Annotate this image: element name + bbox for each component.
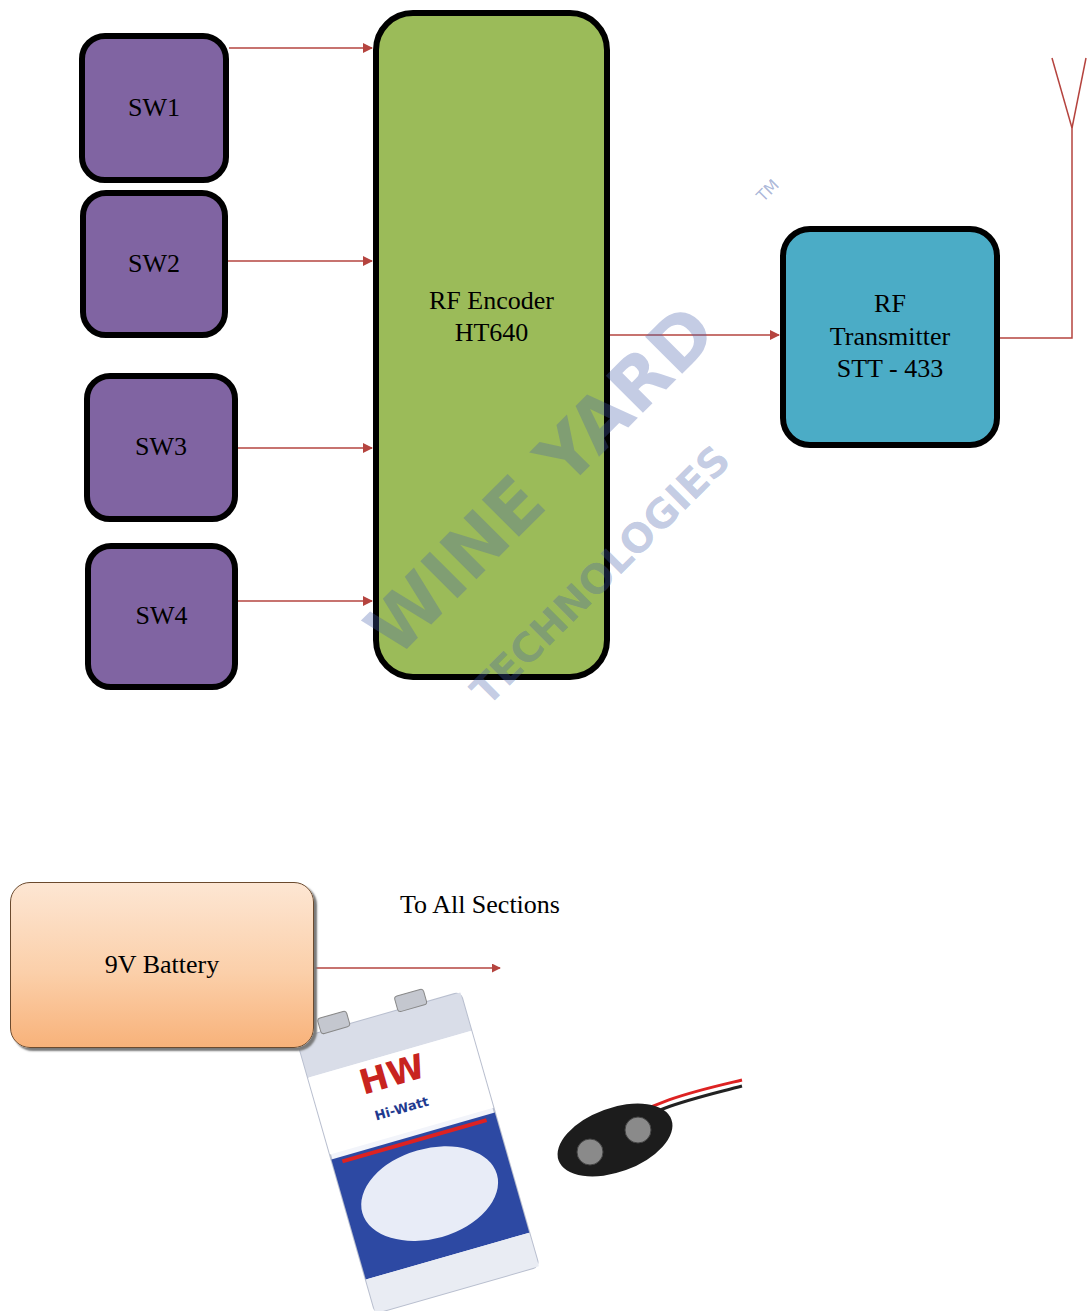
signal-arrow (238, 600, 372, 602)
block-label: RF Transmitter STT - 433 (825, 288, 955, 386)
block-label: 9V Battery (105, 949, 219, 982)
power-arrow (314, 967, 500, 969)
signal-arrow (610, 334, 779, 336)
block-label: RF Encoder HT640 (417, 285, 567, 350)
trademark-mark: TM (753, 175, 783, 205)
block-box: SW3 (84, 373, 238, 522)
signal-arrow (238, 447, 372, 449)
block-box: RF Transmitter STT - 433 (780, 226, 1000, 448)
signal-arrow (228, 260, 372, 262)
block-label: SW3 (135, 431, 187, 464)
power-box: 9V Battery (10, 882, 314, 1048)
brand-name-text: Hi-Watt (373, 1093, 430, 1123)
block-label: SW4 (136, 600, 188, 633)
note-text: To All Sections (400, 890, 560, 920)
block-label: SW2 (128, 248, 180, 281)
brand-logo-text: HW (355, 1046, 429, 1103)
antenna-symbol (1000, 58, 1086, 338)
block-box: RF Encoder HT640 (373, 10, 610, 680)
block-label: SW1 (128, 92, 180, 125)
signal-arrow (229, 47, 372, 49)
block-box: SW2 (80, 190, 228, 338)
battery-picture (293, 979, 539, 1311)
block-box: SW4 (85, 543, 238, 690)
battery-snap-picture (548, 1080, 742, 1191)
block-box: SW1 (79, 33, 229, 183)
